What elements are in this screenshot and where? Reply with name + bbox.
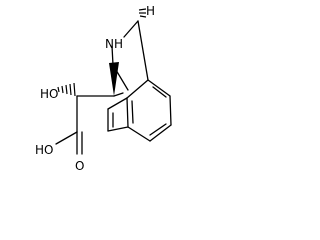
hashed-bond-bridgehead-h [138,8,147,18]
ring-bond-2 [169,95,172,126]
bond-bridgehead-ring [137,20,149,81]
ring-double-2 [149,123,167,136]
label-carboxyl-oh: HO [35,143,53,157]
ring-bond-1 [147,79,171,97]
wedge-bond-center [109,62,119,96]
ring-bond-3 [149,124,172,142]
ring2-bond-1 [107,97,128,110]
bond-ring-carbon [113,92,124,97]
label-amine: NH [105,37,123,51]
bond-n-bridgehead [123,20,139,38]
ring-bond-4 [127,126,151,142]
label-bridgehead-h: H [146,4,155,18]
ring2-bond-3 [107,126,129,132]
structure-canvas: HO NH H HO O [35,4,172,173]
bonds [55,20,172,155]
ring-bond-5 [126,97,129,128]
bond-carboxyl-oh [55,131,78,145]
hashed-bond-hydroxyl [57,82,76,97]
ring-double-1 [152,86,167,98]
ring-double-3 [131,100,134,124]
label-carbonyl-o: O [75,159,84,173]
bond-n-bridge [111,45,114,66]
label-hydroxyl: HO [40,87,58,101]
ring-bond-6 [126,79,149,99]
